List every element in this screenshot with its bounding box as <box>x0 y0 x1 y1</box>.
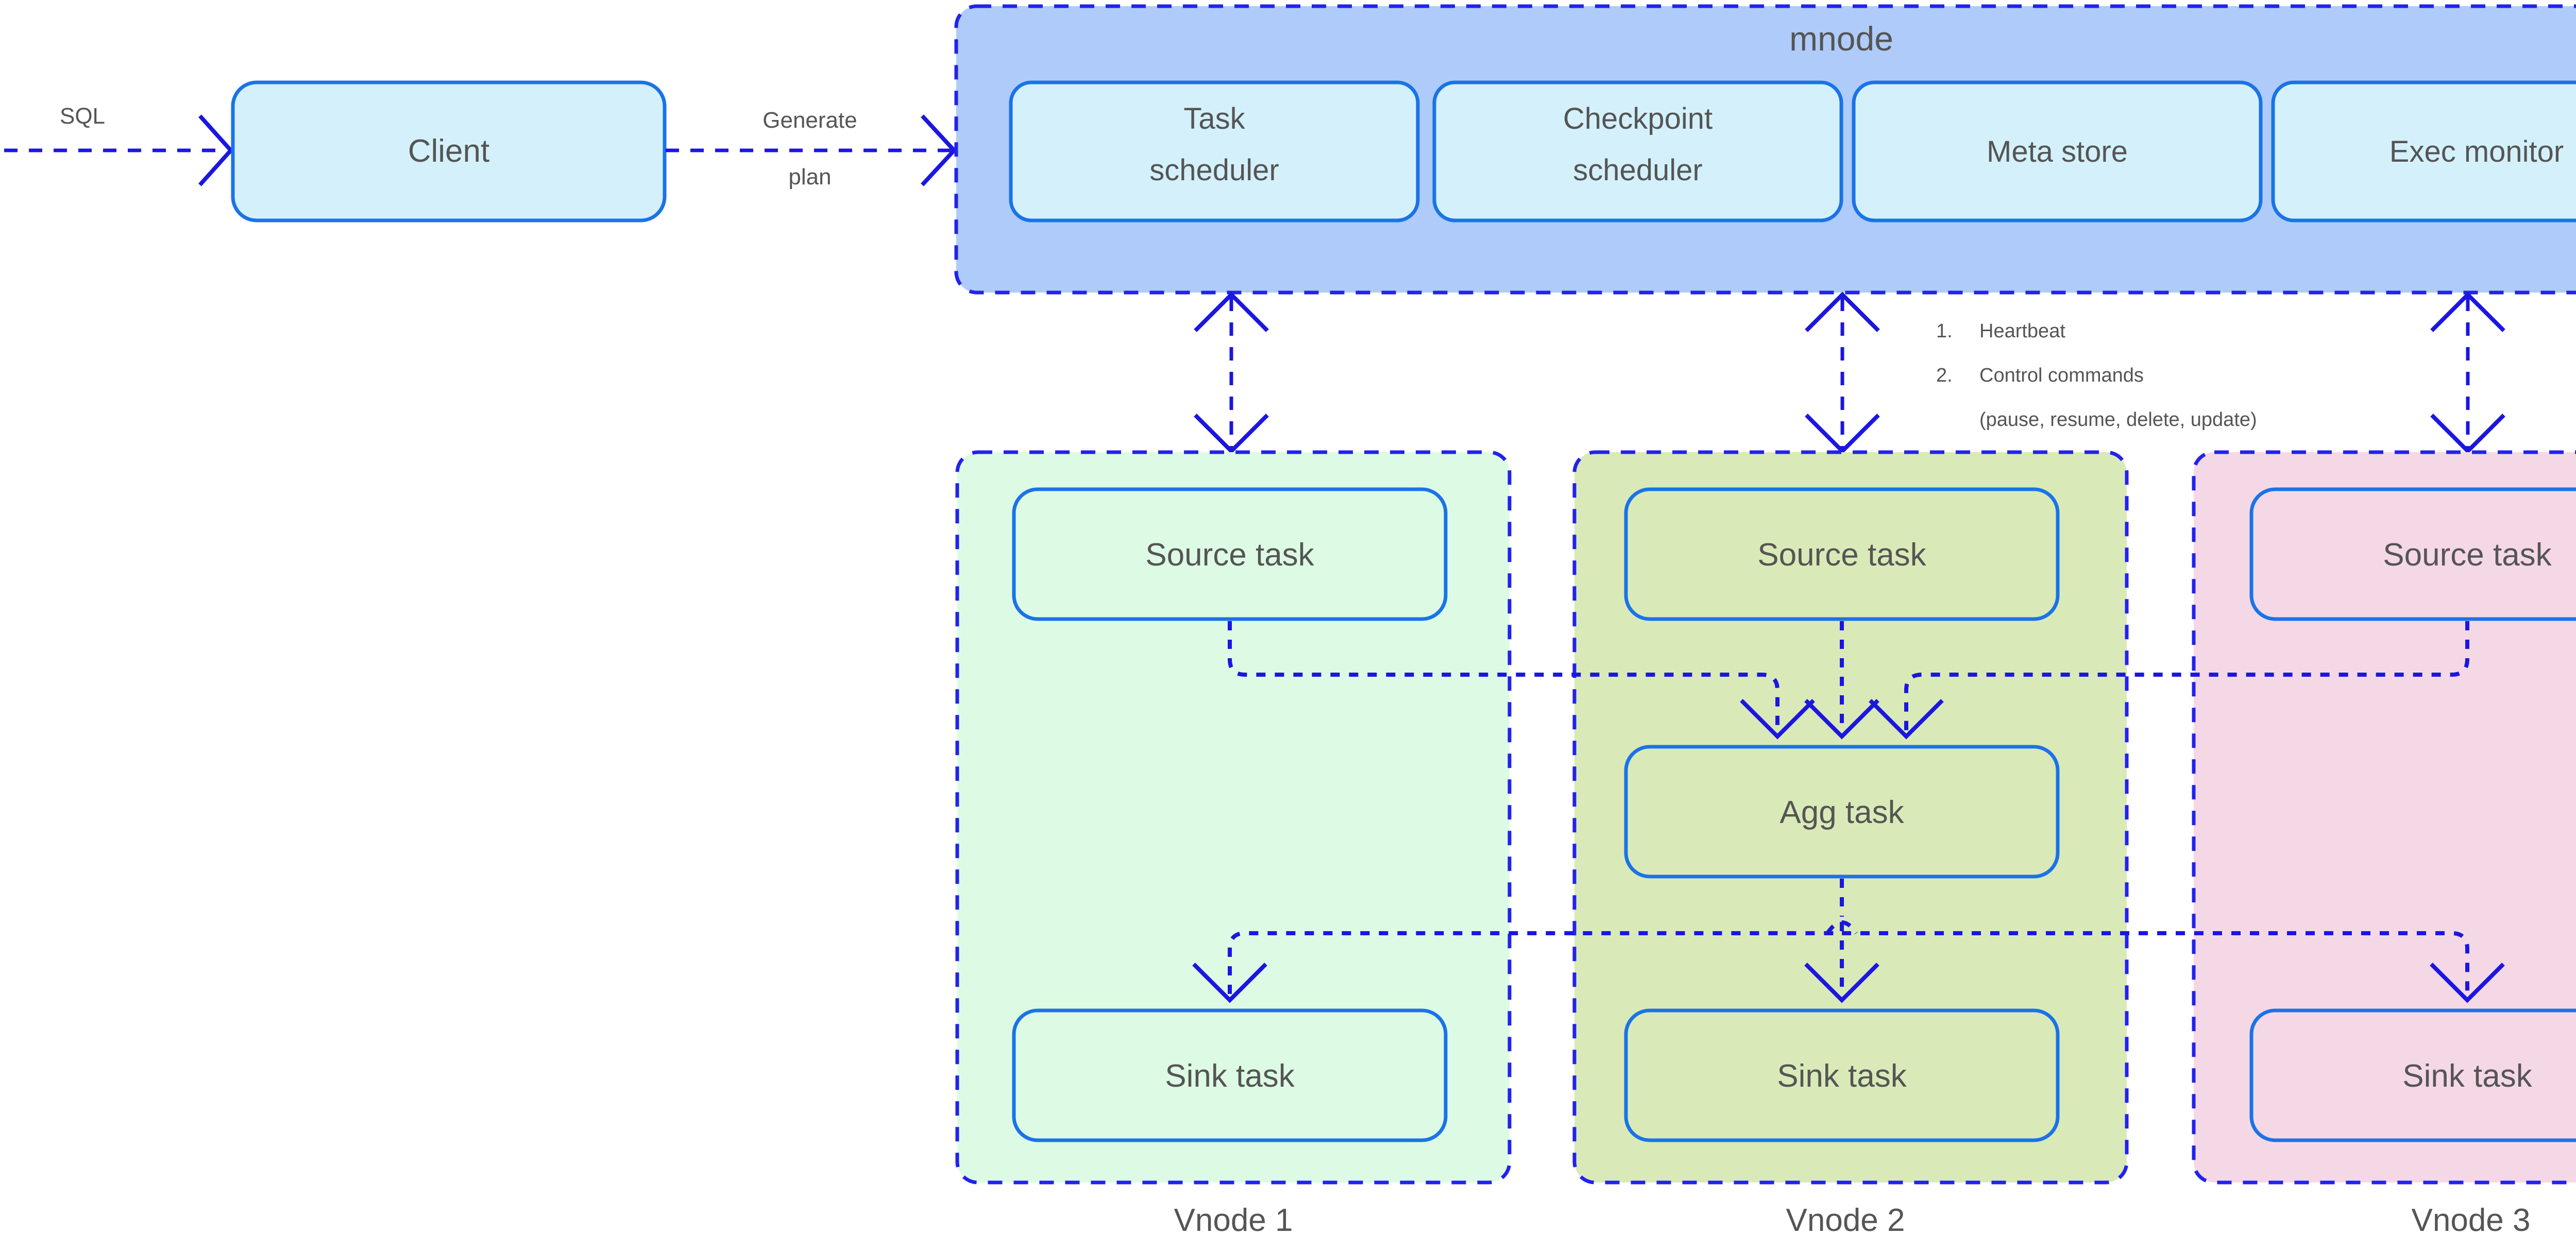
mnode-vnode1-arrowhead-down-icon <box>1194 414 1269 454</box>
client-box[interactable] <box>231 80 667 222</box>
mnode-vnode3-arrowhead-down-icon <box>2430 414 2505 454</box>
vnode-1-box[interactable] <box>955 450 1512 1185</box>
vnode-3-source-task-box[interactable] <box>2249 487 2576 621</box>
meta-store-box[interactable] <box>1852 80 2263 222</box>
agg-inbound-arrowhead-right-icon <box>1869 699 1944 740</box>
vnode-1-source-task[interactable]: Source task <box>1012 487 1448 621</box>
edge-sql: SQL <box>4 104 234 186</box>
mnode-component-task-scheduler[interactable]: Task scheduler <box>1009 80 1420 222</box>
edge-mnode-vnode1 <box>1194 291 1269 454</box>
control-note-item1-text: Heartbeat <box>1979 320 2065 342</box>
vnode-1-sink-task-label: Sink task <box>1165 1058 1295 1094</box>
vnode-3-container[interactable]: Source task Sink task Vnode 3 <box>2192 450 2576 1238</box>
agg-inbound-arrowhead-left-icon <box>1740 699 1815 740</box>
client-label: Client <box>408 133 490 169</box>
vnode-3-sink-task-label: Sink task <box>2402 1058 2533 1094</box>
vnode-1-source-task-box[interactable] <box>1012 487 1448 621</box>
vnode-1-sink-task[interactable]: Sink task <box>1012 1008 1448 1142</box>
vnode-1-container[interactable]: Source task Sink task Vnode 1 <box>955 450 1512 1238</box>
exec-monitor-label: Exec monitor <box>2389 135 2564 168</box>
mnode-vnode2-arrowhead-down-icon <box>1805 414 1880 454</box>
vnode-3-box[interactable] <box>2192 450 2576 1185</box>
mnode-container[interactable]: mnode Task scheduler Checkpoint schedule… <box>954 4 2576 295</box>
task-scheduler-label-line2: scheduler <box>1149 153 1279 187</box>
vnode3-sink-arrowhead-icon <box>2430 963 2505 1003</box>
vnode-3-source-task-label: Source task <box>2383 537 2552 573</box>
vnode-2-box[interactable] <box>1572 450 2129 1185</box>
vnode-1-sink-task-box[interactable] <box>1012 1008 1448 1142</box>
vnode-2-agg-task[interactable]: Agg task <box>1624 745 2060 879</box>
vnode-2-sink-task-label: Sink task <box>1777 1058 1907 1094</box>
vnode-2-container[interactable]: Source task Agg task Sink task Vnode 2 <box>1572 450 2129 1238</box>
agg-to-vnode3-sink-line <box>1842 931 2469 994</box>
vnode-2-source-task-box[interactable] <box>1624 487 2060 621</box>
control-note-item2-number: 2. <box>1936 365 1953 386</box>
vnode-2-agg-task-box[interactable] <box>1624 745 2060 879</box>
control-note-item2-sub: (pause, resume, delete, update) <box>1979 409 2257 431</box>
vnode-1-source-task-label: Source task <box>1145 537 1314 573</box>
vnode-2-source-task-label: Source task <box>1757 537 1926 573</box>
vnode-3-sink-task-box[interactable] <box>2249 1008 2576 1142</box>
mnode-vnode1-arrowhead-up-icon <box>1194 291 1269 332</box>
checkpoint-scheduler-label-line1: Checkpoint <box>1563 102 1713 135</box>
vnode-2-agg-task-label: Agg task <box>1780 795 1904 830</box>
vnode-3-label: Vnode 3 <box>2412 1203 2531 1238</box>
vnode3-source-to-agg-line <box>1904 621 2469 730</box>
mnode-component-exec-monitor[interactable]: Exec monitor <box>2271 80 2576 222</box>
line-jump-hop-icon <box>1825 920 1858 935</box>
mnode-component-checkpoint-scheduler[interactable]: Checkpoint scheduler <box>1432 80 1843 222</box>
checkpoint-scheduler-box[interactable] <box>1432 80 1843 222</box>
generate-plan-label-line1: Generate <box>762 108 857 133</box>
agg-to-vnode1-sink-line <box>1228 931 1842 994</box>
task-scheduler-box[interactable] <box>1009 80 1420 222</box>
edge-mnode-vnode2 <box>1805 291 1880 454</box>
client-node[interactable]: Client <box>231 80 667 222</box>
edge-agg-to-sinks <box>1192 879 2505 1003</box>
control-note-item1-number: 1. <box>1936 320 1953 342</box>
vnode-3-source-task[interactable]: Source task <box>2249 487 2576 621</box>
vnode-2-source-task[interactable]: Source task <box>1624 487 2060 621</box>
mnode-title: mnode <box>1789 20 1893 58</box>
sql-edge-label: SQL <box>60 104 105 129</box>
mnode-component-meta-store[interactable]: Meta store <box>1852 80 2263 222</box>
vnode-1-label: Vnode 1 <box>1174 1203 1293 1238</box>
control-note: 1. Heartbeat 2. Control commands (pause,… <box>1936 320 2257 431</box>
edge-sources-to-agg <box>1228 621 2469 740</box>
vnode1-source-to-agg-line <box>1228 621 1780 730</box>
vnode-2-sink-task-box[interactable] <box>1624 1008 2060 1142</box>
vnode-2-sink-task[interactable]: Sink task <box>1624 1008 2060 1142</box>
task-scheduler-label-line1: Task <box>1183 102 1245 135</box>
edge-generate-plan: Generate plan <box>666 108 957 190</box>
sql-arrowhead-icon <box>198 114 234 186</box>
generate-plan-arrowhead-icon <box>921 114 957 186</box>
mnode-vnode3-arrowhead-up-icon <box>2430 291 2505 332</box>
control-note-item2-text: Control commands <box>1979 365 2144 386</box>
vnode-2-label: Vnode 2 <box>1786 1203 1905 1238</box>
vnode-3-sink-task[interactable]: Sink task <box>2249 1008 2576 1142</box>
vnode1-sink-arrowhead-icon <box>1192 963 1267 1003</box>
mnode-vnode2-arrowhead-up-icon <box>1805 291 1880 332</box>
checkpoint-scheduler-label-line2: scheduler <box>1573 153 1702 187</box>
generate-plan-label-line2: plan <box>788 164 831 190</box>
agg-inbound-arrowhead-center-icon <box>1804 699 1879 740</box>
edge-mnode-vnode3 <box>2430 291 2505 454</box>
exec-monitor-box[interactable] <box>2271 80 2576 222</box>
meta-store-label: Meta store <box>1987 135 2128 168</box>
vnode2-sink-arrowhead-icon <box>1804 963 1879 1003</box>
